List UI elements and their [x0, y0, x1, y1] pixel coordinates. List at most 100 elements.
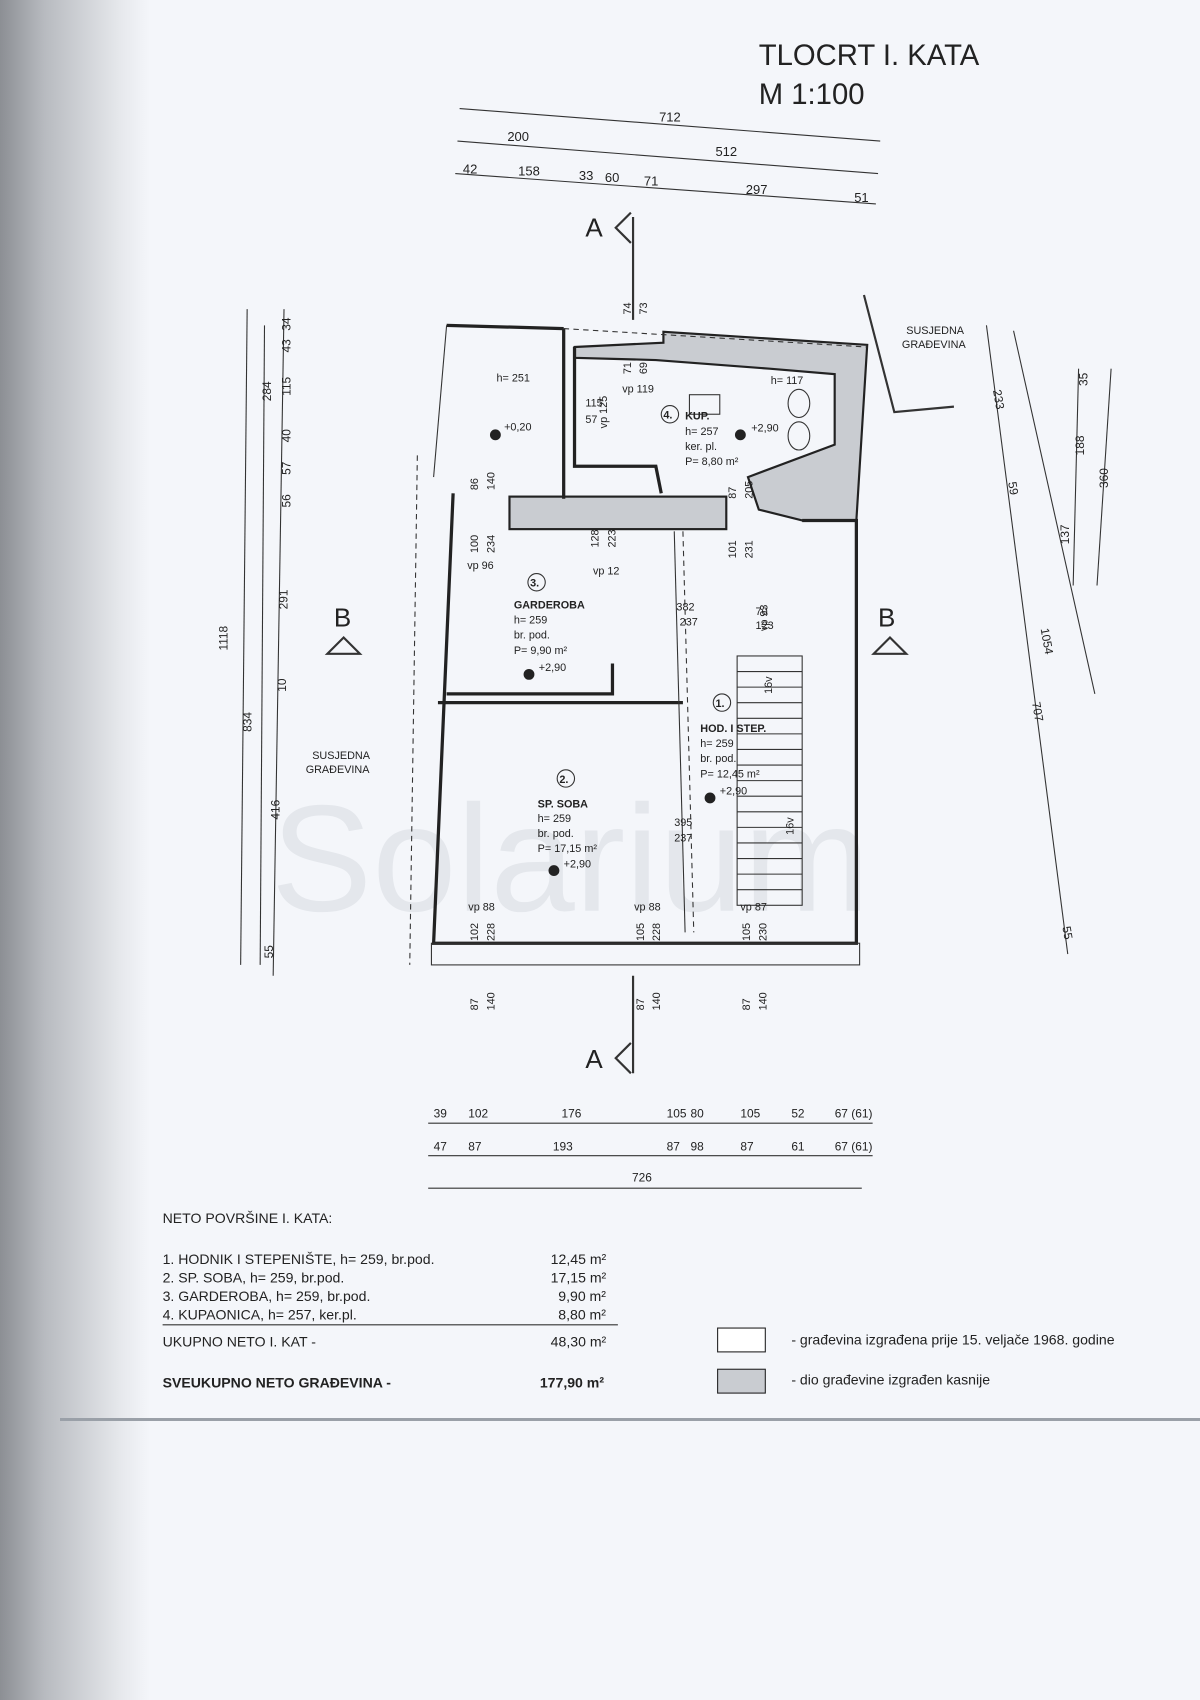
- svg-text:188: 188: [1073, 435, 1087, 455]
- svg-text:P= 9,90 m²: P= 9,90 m²: [514, 645, 568, 657]
- bottom-dimension-label: 47: [434, 1139, 448, 1153]
- svg-text:SUSJEDNA: SUSJEDNA: [312, 750, 371, 762]
- staircase: 16v 16v: [736, 655, 803, 906]
- svg-text:h= 259: h= 259: [514, 614, 547, 626]
- opening-dimension-label: 231: [743, 540, 755, 558]
- opening-dimension-label: vp 119: [622, 384, 654, 396]
- right-dimension-chain: 35 188 360 137 233 59 1054 707 55: [985, 325, 1112, 955]
- svg-text:55: 55: [262, 945, 276, 959]
- opening-dimension-label: 382: [676, 601, 694, 613]
- opening-dimension-label: 105: [741, 923, 753, 941]
- svg-text:59: 59: [1005, 481, 1021, 497]
- svg-text:71: 71: [644, 174, 658, 189]
- opening-dimension-label: 140: [485, 472, 497, 490]
- level-marker-icon: [734, 429, 746, 441]
- bottom-dimension-label: 105: [740, 1107, 760, 1121]
- svg-text:43: 43: [280, 339, 294, 353]
- opening-dimension-label: 87: [727, 487, 739, 499]
- svg-text:8,80 m²: 8,80 m²: [558, 1306, 606, 1322]
- top-dimension-chain: 712 200 512 42 158 33 60 71 297 51: [455, 107, 881, 205]
- opening-dimension-label: 123: [756, 620, 774, 632]
- area-summary: NETO POVRŠINE I. KATA: 1. HODNIK I STEPE…: [163, 1210, 618, 1391]
- svg-text:h= 259: h= 259: [700, 738, 733, 750]
- svg-text:834: 834: [240, 712, 254, 732]
- room-kupaonica: 4. KUP. h= 257 ker. pl. P= 8,80 m² +2,90…: [660, 375, 804, 468]
- left-dimension-chain: 1118 284 834 34 43 115 40 57 56 291 10 4…: [217, 309, 294, 976]
- svg-text:48,30 m²: 48,30 m²: [551, 1333, 607, 1349]
- svg-text:3.: 3.: [530, 578, 539, 590]
- opening-dimension-label: 71: [622, 362, 634, 374]
- bottom-dimension-label: 87: [740, 1139, 754, 1153]
- svg-text:297: 297: [746, 182, 768, 197]
- svg-text:P= 17,15 m²: P= 17,15 m²: [538, 843, 598, 855]
- svg-text:B: B: [334, 603, 351, 633]
- svg-text:1.: 1.: [715, 698, 724, 710]
- svg-text:1118: 1118: [217, 625, 231, 650]
- svg-text:291: 291: [276, 589, 290, 609]
- bottom-dimension-label: 102: [468, 1107, 488, 1121]
- opening-dimension-label: 100: [469, 535, 481, 553]
- bottom-dimension-label: 80: [691, 1107, 705, 1121]
- section-a-bottom: A: [585, 975, 635, 1075]
- opening-dimension-label: 87: [741, 998, 753, 1010]
- opening-dimension-label: 87: [469, 998, 481, 1010]
- opening-dimension-label: 237: [680, 617, 698, 629]
- toilet-icon: [787, 388, 811, 419]
- svg-text:16v: 16v: [763, 676, 775, 694]
- svg-text:60: 60: [605, 170, 619, 185]
- bottom-dimension-label: 61: [791, 1139, 805, 1153]
- svg-text:SVEUKUPNO NETO GRAĐEVINA -: SVEUKUPNO NETO GRAĐEVINA -: [163, 1375, 392, 1391]
- opening-dimension-label: 230: [757, 923, 769, 941]
- opening-dimension-label: 86: [469, 478, 481, 490]
- opening-dimension-label: 57: [585, 414, 597, 426]
- svg-text:B: B: [878, 603, 895, 633]
- svg-text:GARDEROBA: GARDEROBA: [514, 599, 585, 611]
- section-b-right: B: [871, 603, 909, 655]
- scan-binding-shadow: [0, 0, 150, 1700]
- section-b-left: B: [324, 603, 363, 655]
- svg-text:GRAĐEVINA: GRAĐEVINA: [902, 339, 967, 351]
- section-a-top: A: [585, 211, 635, 320]
- svg-text:A: A: [585, 1044, 603, 1074]
- svg-text:284: 284: [260, 381, 274, 401]
- opening-dimension-label: 228: [651, 923, 663, 941]
- svg-text:51: 51: [854, 190, 868, 205]
- svg-text:A: A: [585, 212, 603, 242]
- svg-text:34: 34: [280, 317, 294, 331]
- svg-text:42: 42: [463, 162, 477, 177]
- svg-text:P= 8,80 m²: P= 8,80 m²: [685, 456, 739, 468]
- room-garderoba: 3. GARDEROBA h= 259 br. pod. P= 9,90 m² …: [514, 573, 585, 680]
- opening-dimension-label: 140: [485, 992, 497, 1010]
- svg-text:2. SP. SOBA, h= 259, br.pod.: 2. SP. SOBA, h= 259, br.pod.: [163, 1270, 345, 1286]
- svg-text:2.: 2.: [559, 774, 568, 786]
- svg-text:360: 360: [1097, 468, 1111, 488]
- opening-dimension-label: vp 93: [758, 605, 770, 631]
- legend-swatch-later: [717, 1368, 766, 1394]
- svg-text:+2,90: +2,90: [751, 423, 778, 435]
- svg-text:1. HODNIK I STEPENIŠTE, h= 259: 1. HODNIK I STEPENIŠTE, h= 259, br.pod.: [163, 1251, 435, 1267]
- neighbor-label-left: SUSJEDNA GRAĐEVINA: [306, 455, 418, 965]
- svg-text:137: 137: [1058, 524, 1072, 544]
- opening-dimension-label: 69: [638, 362, 650, 374]
- opening-dimension-label: 87: [635, 998, 647, 1010]
- level-marker-icon: [523, 668, 535, 680]
- opening-dimension-label: 70: [756, 606, 768, 618]
- svg-text:KUP.: KUP.: [685, 411, 709, 423]
- bottom-dimension-label: 193: [553, 1139, 573, 1153]
- svg-text:177,90 m²: 177,90 m²: [540, 1375, 604, 1391]
- svg-text:10: 10: [275, 678, 289, 692]
- svg-text:h= 117: h= 117: [771, 375, 804, 387]
- svg-text:707: 707: [1029, 701, 1046, 723]
- svg-text:33: 33: [579, 168, 593, 183]
- svg-text:SUSJEDNA: SUSJEDNA: [906, 325, 965, 337]
- bottom-dimension-label: 52: [791, 1107, 805, 1121]
- svg-text:35: 35: [1076, 372, 1090, 386]
- svg-text:200: 200: [507, 129, 529, 144]
- opening-dimension-label: 74: [622, 302, 634, 314]
- opening-dimension-label: vp 125: [598, 396, 610, 429]
- legend: - građevina izgrađena prije 15. veljače …: [717, 1327, 1115, 1394]
- bottom-dimension-label: 87: [667, 1139, 681, 1153]
